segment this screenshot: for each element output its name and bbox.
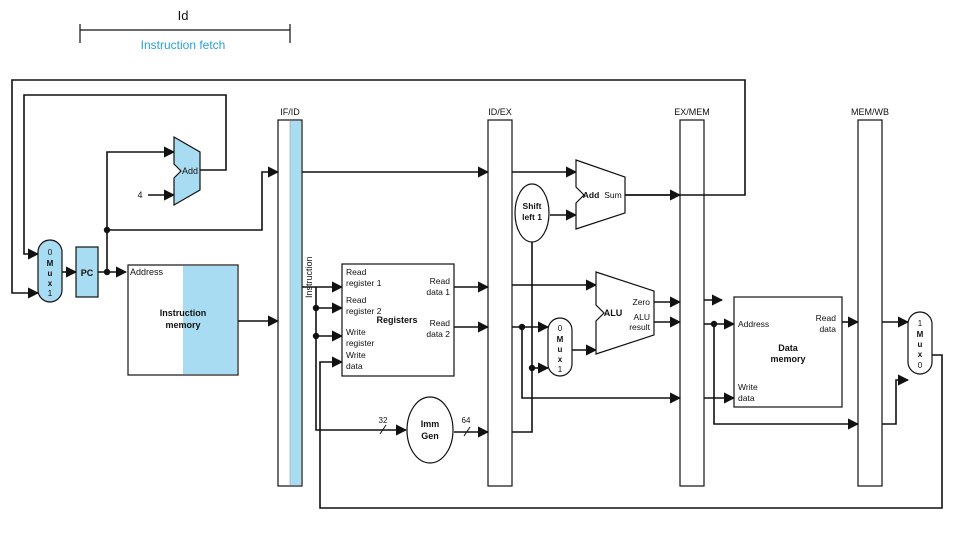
svg-text:0: 0 [48,248,53,257]
svg-text:Sum: Sum [604,190,621,200]
shift-left-unit: Shift left 1 [514,183,550,243]
svg-text:64: 64 [462,416,471,425]
instruction-bus-label: Instruction [304,256,314,298]
svg-text:1: 1 [918,319,923,328]
svg-text:Gen: Gen [421,431,439,441]
svg-text:M: M [557,335,564,344]
imm-gen: Imm Gen 32 64 [379,396,471,464]
ex-mem-register [679,119,705,487]
svg-text:1: 1 [558,365,563,374]
svg-text:x: x [558,355,563,364]
svg-text:Instruction: Instruction [160,308,207,318]
pc-mux: 0 M u x 1 [37,239,63,303]
svg-text:ALU: ALU [604,308,623,318]
svg-text:u: u [918,340,923,349]
svg-text:1: 1 [48,289,53,298]
svg-text:Add: Add [583,190,600,200]
svg-text:Address: Address [130,267,164,277]
data-memory: Address Read data Data memory Write data [733,296,843,408]
constant-four: 4 [137,190,142,200]
pc-register: PC [75,246,99,298]
svg-text:result: result [629,322,650,332]
svg-text:Registers: Registers [376,315,417,325]
svg-text:x: x [48,279,53,288]
svg-text:Data: Data [778,343,799,353]
svg-text:Read: Read [346,295,367,305]
svg-text:x: x [918,350,923,359]
svg-text:Add: Add [182,166,198,176]
svg-text:memory: memory [165,320,200,330]
stage-name: Id [178,8,189,23]
svg-text:M: M [47,259,54,268]
stage-subtitle: Instruction fetch [141,38,226,52]
svg-text:data: data [738,393,755,403]
svg-text:data 2: data 2 [426,329,450,339]
if-id-register [277,119,303,487]
svg-text:u: u [558,345,563,354]
id-ex-register [487,119,513,487]
svg-text:Read: Read [346,267,367,277]
svg-text:register: register [346,338,375,348]
junction-dots [103,226,718,372]
svg-text:Zero: Zero [633,297,651,307]
svg-text:32: 32 [379,416,388,425]
svg-text:data: data [819,324,836,334]
svg-text:left 1: left 1 [522,212,542,222]
stage-header: Id Instruction fetch [79,8,291,52]
alu: ALU Zero ALU result [595,271,655,355]
instruction-memory: Address Instruction memory [127,264,239,376]
ex-mem-label: EX/MEM [674,107,710,117]
svg-text:Read: Read [816,313,837,323]
svg-text:0: 0 [918,361,923,370]
svg-text:ALU: ALU [633,312,650,322]
branch-adder: Add Sum [575,159,626,230]
svg-text:Imm: Imm [421,419,440,429]
svg-text:memory: memory [770,354,805,364]
svg-text:0: 0 [558,324,563,333]
svg-text:Read: Read [430,318,451,328]
svg-text:Write: Write [346,327,366,337]
if-id-label: IF/ID [280,107,300,117]
svg-text:PC: PC [81,268,94,278]
id-ex-label: ID/EX [488,107,512,117]
svg-text:M: M [917,330,924,339]
svg-text:data 1: data 1 [426,287,450,297]
wb-mux: 1 M u x 0 [907,311,933,375]
svg-text:register 1: register 1 [346,278,382,288]
register-file: Read register 1 Read register 2 Write re… [341,263,455,377]
svg-text:u: u [48,269,53,278]
svg-text:register 2: register 2 [346,306,382,316]
svg-text:Read: Read [430,276,451,286]
svg-text:Write: Write [346,350,366,360]
svg-text:Shift: Shift [523,201,542,211]
svg-text:Write: Write [738,382,758,392]
alu-mux: 0 M u x 1 [547,317,573,377]
mem-wb-label: MEM/WB [851,107,889,117]
svg-text:data: data [346,361,363,371]
svg-text:Address: Address [738,319,769,329]
mem-wb-register [857,119,883,487]
pc-adder: Add 4 [137,135,201,207]
